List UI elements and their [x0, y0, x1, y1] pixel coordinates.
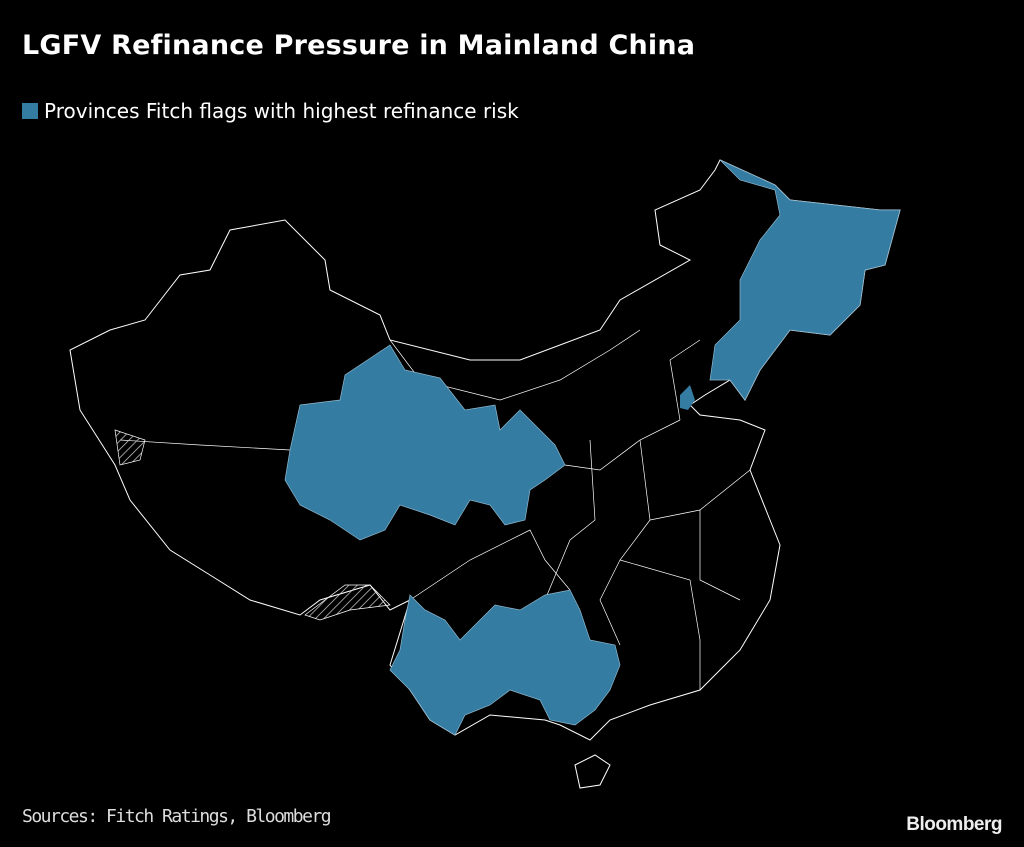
legend: Provinces Fitch flags with highest refin… [22, 99, 519, 123]
legend-label: Provinces Fitch flags with highest refin… [44, 99, 519, 123]
region-tianjin [680, 385, 695, 410]
source-note: Sources: Fitch Ratings, Bloomberg [22, 806, 332, 827]
bloomberg-logo: Bloomberg [906, 814, 1002, 835]
region-northwest [284, 344, 566, 541]
disputed-area-west [114, 429, 146, 466]
hainan-island [574, 754, 611, 789]
region-northeast [709, 159, 901, 401]
chart-title: LGFV Refinance Pressure in Mainland Chin… [22, 30, 696, 61]
disputed-area-south [304, 584, 391, 621]
province-boundaries [119, 329, 751, 690]
legend-swatch [22, 103, 38, 119]
region-southwest [389, 589, 621, 736]
